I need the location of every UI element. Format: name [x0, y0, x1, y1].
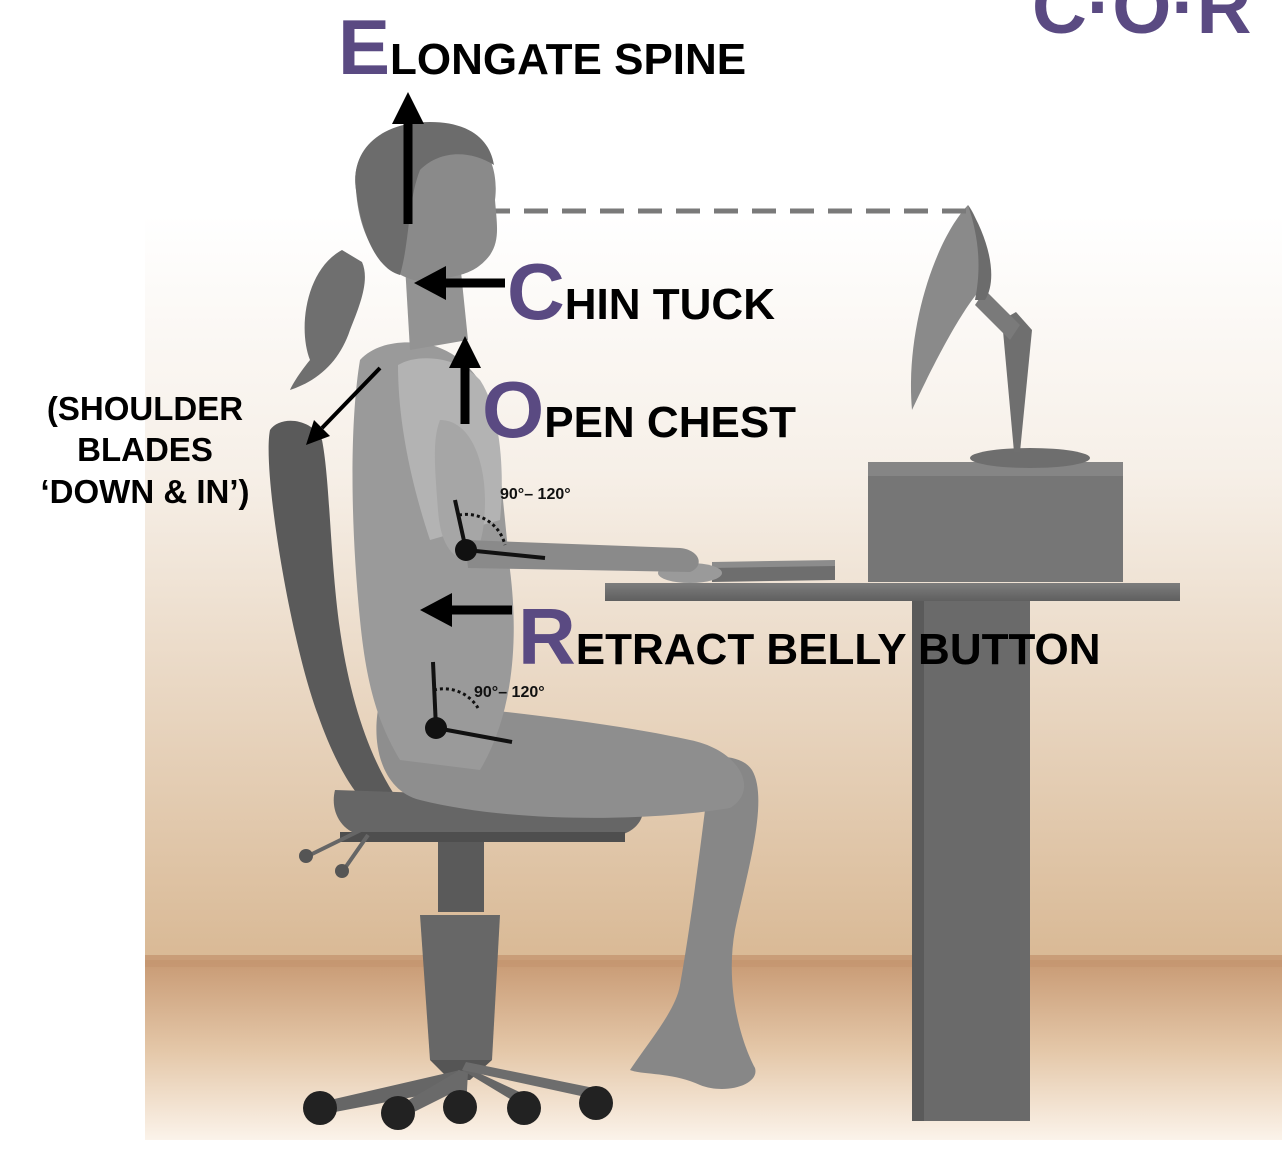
open-initial: O: [482, 365, 544, 454]
chin-initial: C: [507, 247, 565, 336]
hip-angle-label: 90°– 120°: [474, 684, 545, 702]
elongate-spine-label: ELONGATE SPINE: [338, 8, 746, 86]
elbow-angle-label: 90°– 120°: [500, 486, 571, 504]
open-rest: PEN CHEST: [544, 398, 796, 447]
header-title: C·O·R: [1032, 0, 1252, 46]
retract-rest: ETRACT BELLY BUTTON: [576, 625, 1101, 674]
retract-belly-label: RETRACT BELLY BUTTON: [518, 597, 1101, 677]
chin-rest: HIN TUCK: [565, 280, 775, 329]
shoulder-line-3: ‘DOWN & IN’): [0, 471, 290, 512]
open-chest-label: OPEN CHEST: [482, 370, 796, 450]
elongate-rest: LONGATE SPINE: [390, 35, 746, 84]
shoulder-blades-label: (SHOULDER BLADES ‘DOWN & IN’): [0, 388, 290, 512]
chin-tuck-label: CHIN TUCK: [507, 252, 775, 332]
shoulder-line-2: BLADES: [0, 429, 290, 470]
shoulder-line-1: (SHOULDER: [0, 388, 290, 429]
retract-initial: R: [518, 592, 576, 681]
elongate-initial: E: [338, 3, 390, 91]
keyboard: [712, 560, 835, 582]
